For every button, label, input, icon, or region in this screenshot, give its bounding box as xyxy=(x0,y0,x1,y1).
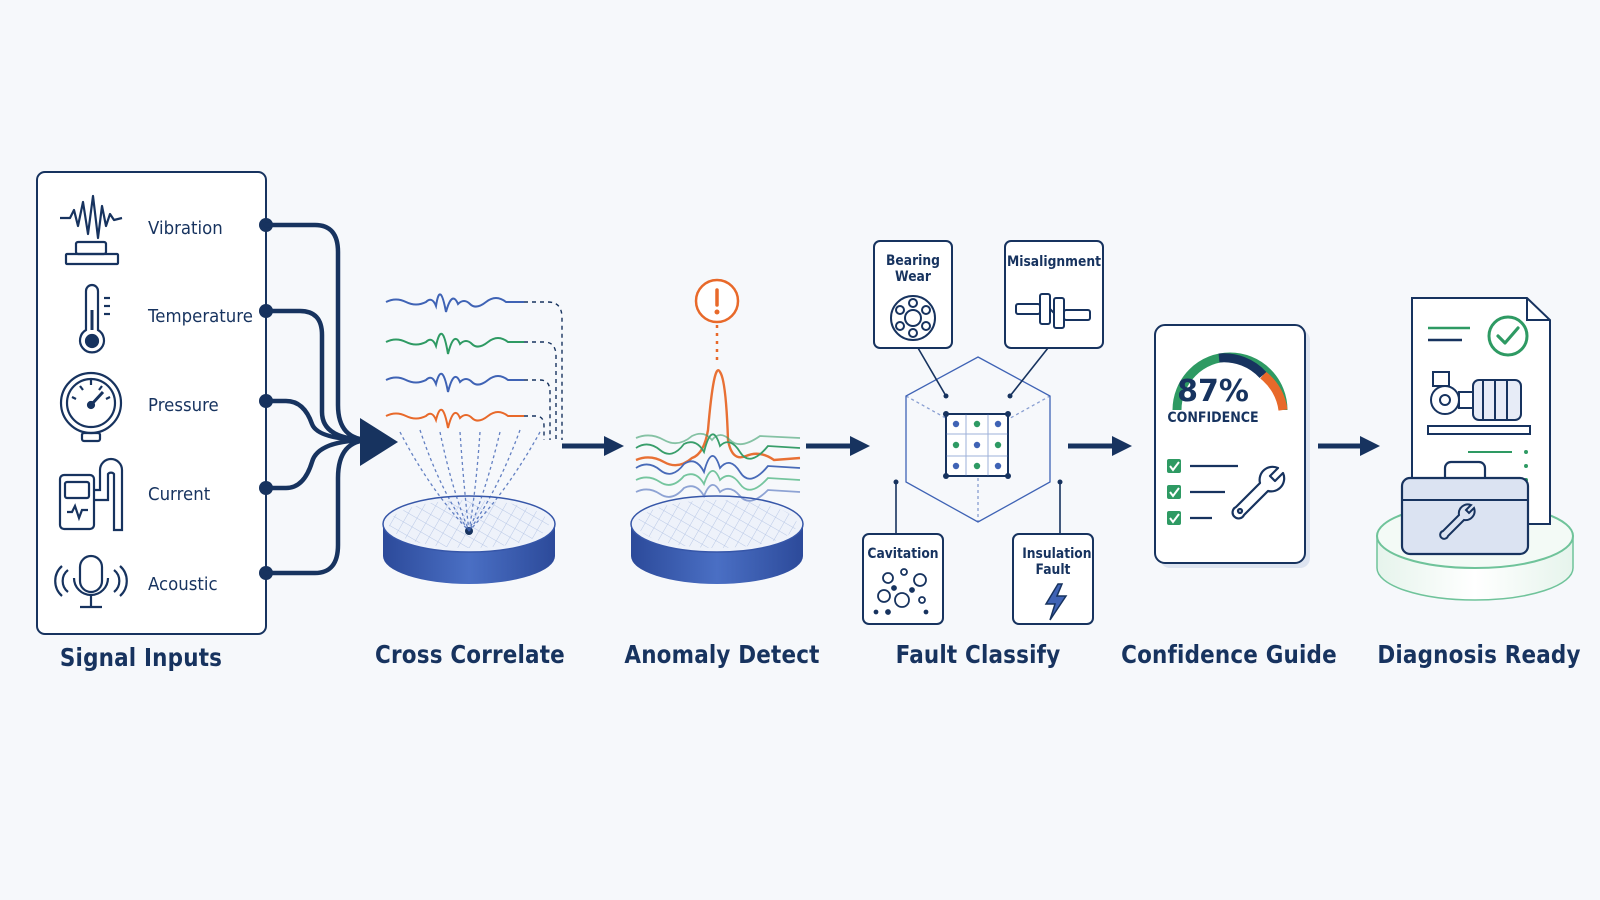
fault-label-cavitation: Cavitation xyxy=(867,546,939,562)
pump-motor-icon xyxy=(1427,371,1531,435)
toolbox-icon xyxy=(1400,460,1530,556)
pressure-gauge-icon xyxy=(59,371,123,443)
thermometer-icon xyxy=(78,283,110,354)
signal-label-temperature: Temperature xyxy=(148,306,253,327)
stage-label-confidence-guide: Confidence Guide xyxy=(1121,640,1337,669)
confidence-caption: CONFIDENCE xyxy=(1167,410,1259,426)
signal-label-pressure: Pressure xyxy=(148,395,219,416)
signal-merge-lines xyxy=(263,222,373,576)
bearing-icon xyxy=(890,295,936,341)
shaft-coupling-icon xyxy=(1015,293,1091,329)
microphone-icon xyxy=(54,554,128,609)
stage-label-signal-inputs: Signal Inputs xyxy=(59,643,223,672)
merge-arrowhead xyxy=(360,418,398,466)
stage-label-anomaly-detect: Anomaly Detect xyxy=(624,640,820,669)
stage-label-fault-classify: Fault Classify xyxy=(895,640,1061,669)
fault-classify-stage xyxy=(862,240,1104,625)
anomaly-detect-stage xyxy=(630,278,804,584)
signal-label-current: Current xyxy=(148,484,211,505)
signal-label-vibration: Vibration xyxy=(148,218,223,239)
wrench-icon xyxy=(1231,465,1286,520)
diagnosis-ready-stage xyxy=(1376,297,1574,601)
cross-correlate-stage xyxy=(382,293,563,584)
checklist xyxy=(1167,459,1238,525)
misalignment-card xyxy=(1004,240,1104,349)
confidence-gauge-remainder xyxy=(1260,371,1288,411)
confidence-value: 87% xyxy=(1177,374,1249,409)
bubbles-icon xyxy=(873,568,929,615)
current-clamp-icon xyxy=(58,457,124,532)
bearing-wear-card xyxy=(873,240,953,349)
fault-label-misalignment: Misalignment xyxy=(1006,254,1102,270)
signal-inputs-panel xyxy=(36,171,273,635)
fault-label-bearing-wear: Bearing Wear xyxy=(886,253,940,285)
vibration-sensor-icon xyxy=(60,194,123,266)
check-circle-icon xyxy=(1487,315,1529,357)
stage-label-diagnosis-ready: Diagnosis Ready xyxy=(1377,640,1581,669)
signal-label-acoustic: Acoustic xyxy=(148,574,218,595)
confidence-guide-stage xyxy=(1154,324,1310,568)
alert-icon xyxy=(694,278,740,362)
insulation-fault-card xyxy=(1012,533,1094,625)
lightning-icon xyxy=(1044,583,1068,621)
stage-label-cross-correlate: Cross Correlate xyxy=(375,640,565,669)
fault-label-insulation-fault: Insulation Fault xyxy=(1022,546,1092,578)
